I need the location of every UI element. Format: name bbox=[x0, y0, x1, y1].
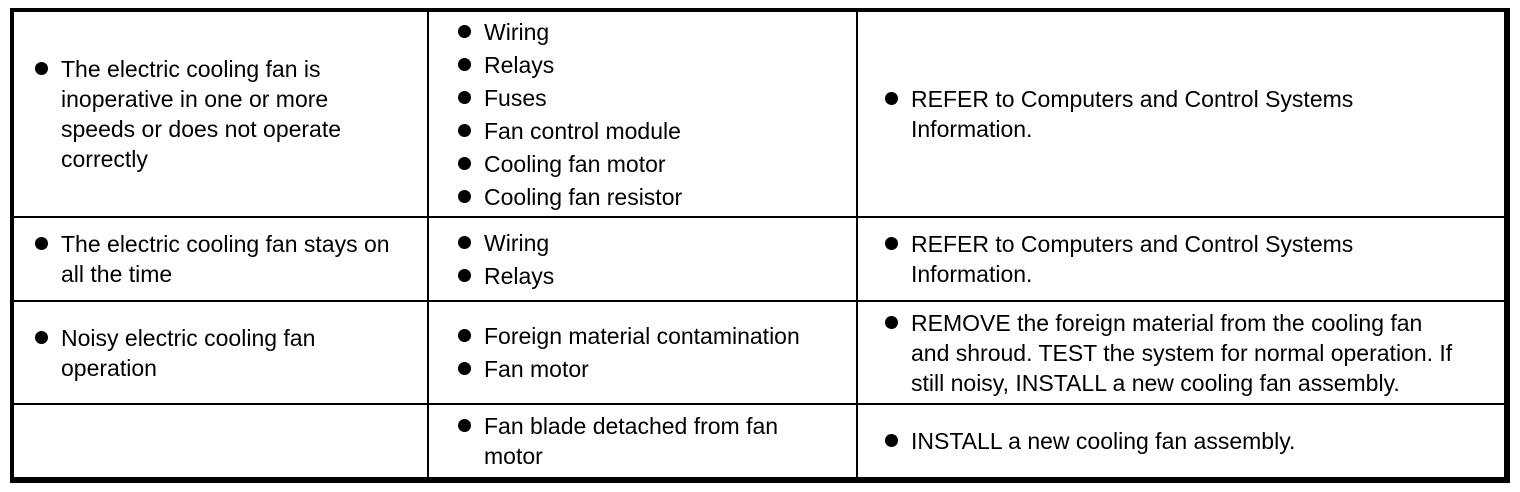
bullet-icon bbox=[35, 330, 48, 344]
list-item: Relays bbox=[458, 261, 554, 291]
bullet-list: Wiring Relays bbox=[458, 228, 554, 291]
cell-action: REFER to Computers and Control Systems I… bbox=[858, 12, 1504, 218]
list-item: The electric cooling fan stays on all th… bbox=[35, 229, 391, 289]
cell-condition: Noisy electric cooling fan operation bbox=[14, 302, 429, 405]
item-text: Fan control module bbox=[484, 117, 681, 144]
bullet-icon bbox=[458, 235, 471, 249]
item-text: Cooling fan resistor bbox=[484, 183, 683, 210]
item-text: The electric cooling fan is inoperative … bbox=[61, 56, 342, 172]
bullet-list: Noisy electric cooling fan operation bbox=[35, 323, 391, 383]
item-text: REFER to Computers and Control Systems I… bbox=[911, 231, 1354, 287]
cell-possible-sources: Wiring Relays bbox=[429, 218, 858, 302]
list-item: Relays bbox=[458, 50, 682, 80]
list-item: Foreign material contamination bbox=[458, 321, 800, 351]
item-text: Fan blade detached from fan motor bbox=[484, 413, 779, 469]
list-item: REMOVE the foreign material from the coo… bbox=[885, 308, 1459, 398]
item-text: REMOVE the foreign material from the coo… bbox=[911, 309, 1453, 396]
bullet-list: Fan blade detached from fan motor bbox=[458, 411, 829, 471]
bullet-icon bbox=[885, 92, 898, 105]
bullet-list: REMOVE the foreign material from the coo… bbox=[885, 308, 1459, 398]
bullet-icon bbox=[458, 419, 471, 432]
bullet-icon bbox=[458, 57, 471, 71]
bullet-icon bbox=[458, 329, 471, 342]
bullet-list: The electric cooling fan stays on all th… bbox=[35, 229, 391, 289]
item-text: The electric cooling fan stays on all th… bbox=[61, 231, 390, 287]
bullet-list: REFER to Computers and Control Systems I… bbox=[885, 229, 1459, 289]
cell-possible-sources: Wiring Relays Fuses Fan control module bbox=[429, 12, 858, 218]
cell-condition: The electric cooling fan stays on all th… bbox=[14, 218, 429, 302]
item-text: Relays bbox=[484, 51, 555, 78]
bullet-list: The electric cooling fan is inoperative … bbox=[35, 54, 391, 174]
cell-condition-empty bbox=[14, 405, 429, 477]
list-item: Fan control module bbox=[458, 116, 682, 146]
bullet-list: INSTALL a new cooling fan assembly. bbox=[885, 426, 1295, 456]
list-item: Fan motor bbox=[458, 354, 800, 384]
bullet-icon bbox=[458, 90, 471, 104]
bullet-list: Foreign material contamination Fan motor bbox=[458, 321, 800, 384]
item-text: INSTALL a new cooling fan assembly. bbox=[911, 428, 1296, 454]
bullet-icon bbox=[458, 362, 471, 375]
bullet-icon bbox=[458, 123, 471, 137]
list-item: Fan blade detached from fan motor bbox=[458, 411, 829, 471]
cell-possible-sources: Fan blade detached from fan motor bbox=[429, 405, 858, 477]
bullet-icon bbox=[35, 62, 48, 75]
list-item: Noisy electric cooling fan operation bbox=[35, 323, 391, 383]
cell-action: REMOVE the foreign material from the coo… bbox=[858, 302, 1504, 405]
cell-possible-sources: Foreign material contamination Fan motor bbox=[429, 302, 858, 405]
item-text: Fan motor bbox=[484, 356, 589, 382]
item-text: REFER to Computers and Control Systems I… bbox=[911, 86, 1354, 142]
bullet-icon bbox=[35, 237, 48, 250]
cell-action: INSTALL a new cooling fan assembly. bbox=[858, 405, 1504, 477]
item-text: Relays bbox=[484, 262, 555, 289]
item-text: Fuses bbox=[484, 84, 547, 111]
bullet-list: REFER to Computers and Control Systems I… bbox=[885, 84, 1459, 144]
bullet-icon bbox=[885, 237, 898, 250]
diagnostic-table: The electric cooling fan is inoperative … bbox=[10, 8, 1510, 483]
list-item: Cooling fan resistor bbox=[458, 182, 682, 212]
bullet-icon bbox=[885, 315, 898, 329]
bullet-icon bbox=[458, 189, 471, 203]
bullet-list: Wiring Relays Fuses Fan control module bbox=[458, 17, 682, 212]
bullet-icon bbox=[885, 434, 898, 447]
list-item: Wiring bbox=[458, 17, 682, 47]
item-text: Cooling fan motor bbox=[484, 150, 666, 177]
list-item: The electric cooling fan is inoperative … bbox=[35, 54, 391, 174]
cell-action: REFER to Computers and Control Systems I… bbox=[858, 218, 1504, 302]
list-item: Fuses bbox=[458, 83, 682, 113]
item-text: Wiring bbox=[484, 229, 550, 256]
item-text: Noisy electric cooling fan operation bbox=[61, 324, 316, 381]
bullet-icon bbox=[458, 268, 471, 282]
bullet-icon bbox=[458, 24, 471, 38]
list-item: INSTALL a new cooling fan assembly. bbox=[885, 426, 1295, 456]
item-text: Wiring bbox=[484, 18, 550, 45]
item-text: Foreign material contamination bbox=[484, 323, 800, 349]
list-item: Wiring bbox=[458, 228, 554, 258]
list-item: REFER to Computers and Control Systems I… bbox=[885, 229, 1459, 289]
list-item: REFER to Computers and Control Systems I… bbox=[885, 84, 1459, 144]
cell-condition: The electric cooling fan is inoperative … bbox=[14, 12, 429, 218]
list-item: Cooling fan motor bbox=[458, 149, 682, 179]
bullet-icon bbox=[458, 156, 471, 170]
